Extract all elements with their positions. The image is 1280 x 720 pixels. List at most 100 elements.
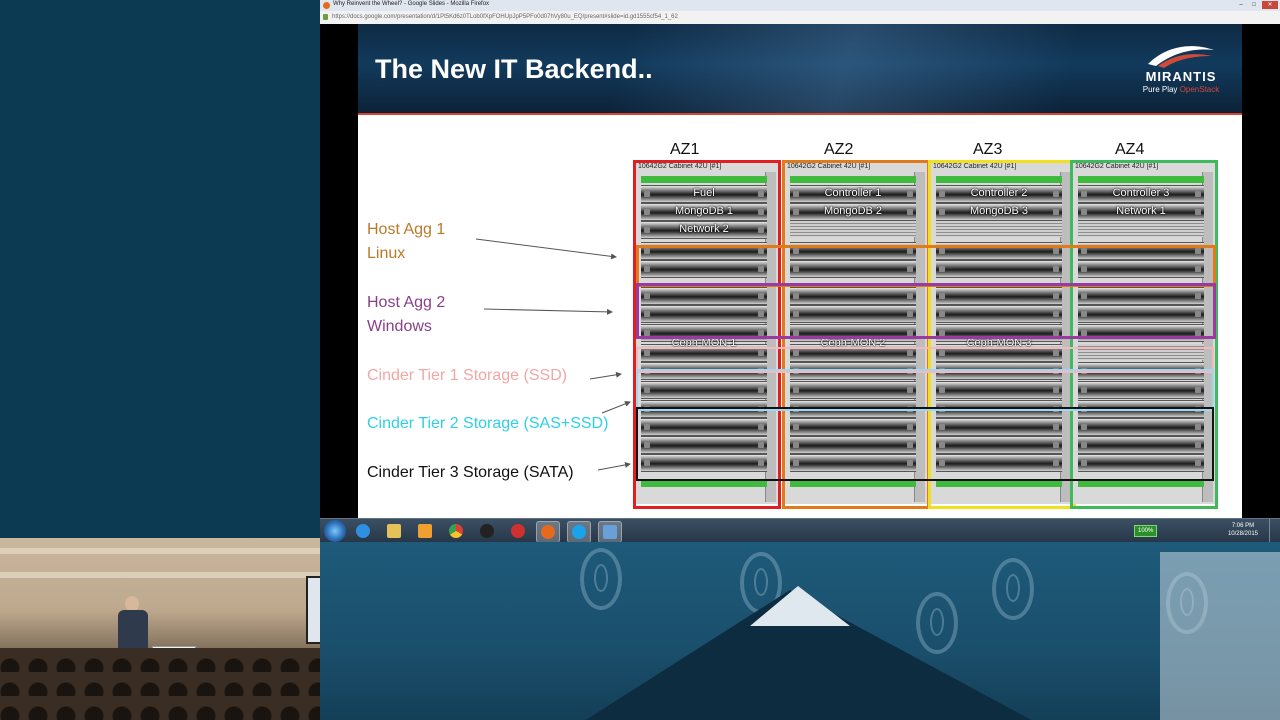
show-desktop-button[interactable] [1269,519,1280,543]
cabinet-label: 10642G2 Cabinet 42U [#1] [787,163,871,170]
mirantis-logo: MIRANTIS Pure Play OpenStack [1136,42,1226,102]
server-unit [790,185,916,203]
url-text: https://docs.google.com/presentation/d/1… [332,14,678,20]
projection-screen [306,576,320,644]
taskbar: 100% 7:06 PM 10/28/2015 [320,518,1280,543]
slide-title: The New IT Backend.. [375,54,653,84]
app-taskbar-icon[interactable] [476,521,498,541]
ceiling-light [0,548,320,554]
server-unit [790,203,916,221]
firefox-taskbar-icon[interactable] [536,521,560,543]
az3-header: AZ3 [973,141,1003,158]
cabinet-top-bar [790,176,916,183]
server-unit [641,418,767,436]
server-role-label: Ceph-MON 3 [966,337,1032,349]
remote-desktop-taskbar-icon[interactable] [598,521,622,543]
cabinet-label: 10642G2 Cabinet 42U [#1] [933,163,1017,170]
server-unit [936,287,1062,305]
server-unit [1078,260,1204,278]
az4-header: AZ4 [1115,141,1145,158]
server-unit [1078,287,1204,305]
server-role-label: MongoDB 2 [823,205,883,217]
server-unit [790,305,916,323]
az2-header: AZ2 [824,141,854,158]
ceiling-light [0,572,320,578]
server-unit [641,221,767,239]
server-role-label: MongoDB 1 [674,205,734,217]
cinder-tier-2-band [636,369,1214,411]
annotation-arrows [475,238,631,471]
server-role-label: Controller 1 [824,187,882,199]
server-unit [790,287,916,305]
pagoda-illustration [1160,552,1280,720]
media-player-taskbar-icon[interactable] [414,521,436,541]
server-unit [641,185,767,203]
server-unit [641,381,767,399]
server-unit [1078,454,1204,472]
server-unit [1078,436,1204,454]
cinder-tier-1-label: Cinder Tier 1 Storage (SSD) [367,367,568,384]
server-role-label: Controller 3 [1112,187,1170,199]
red-app-taskbar-icon[interactable] [507,521,529,541]
az1-frame [633,160,781,509]
logo-name: MIRANTIS [1145,69,1217,84]
lock-icon [323,14,328,20]
mountain-snowcap [750,586,850,626]
cinder-tier-3-band [636,407,1214,481]
desktop-wallpaper [320,542,1280,720]
cabinet-top-bar [936,176,1062,183]
server-unit [1078,305,1204,323]
cabinet-label: 10642G2 Cabinet 42U [#1] [1075,163,1159,170]
audience [0,648,320,720]
cabinet-bottom-bar [790,480,916,487]
server-role-label: Fuel [693,187,715,199]
az4-frame [1070,160,1218,509]
server-role-label: Ceph-MON 2 [820,337,886,349]
clock[interactable]: 7:06 PM 10/28/2015 [1227,523,1258,537]
server-unit [790,436,916,454]
server-role-label: Controller 2 [970,187,1028,199]
close-button[interactable]: ✕ [1262,1,1278,9]
window-title: Why Reinvent the Wheel? - Google Slides … [333,1,490,7]
server-unit [1078,381,1204,399]
ie-taskbar-icon[interactable] [352,521,374,541]
system-tray: 100% 7:06 PM 10/28/2015 [1130,519,1280,543]
server-unit [641,436,767,454]
cinder-tier-1-band [636,347,1214,373]
cinder-tier-3-label: Cinder Tier 3 Storage (SATA) [367,464,574,481]
chrome-taskbar-icon[interactable] [445,521,467,541]
windows-label: Windows [367,318,432,335]
slide-header: The New IT Backend.. MIRANTIS Pure Play … [358,24,1242,113]
minimize-button[interactable]: – [1239,2,1243,8]
server-unit [936,305,1062,323]
logo-tagline: Pure Play OpenStack [1142,85,1220,94]
blank-panel [1078,221,1204,237]
host-agg-2-band [636,283,1216,339]
explorer-taskbar-icon[interactable] [383,521,405,541]
server-role-label: Network 2 [679,223,729,235]
blank-panel [936,221,1062,237]
cabinet-bottom-bar [1078,480,1204,487]
server-role-label: Network 1 [1116,205,1166,217]
server-role-label: Ceph-MON 1 [671,337,737,349]
server-unit [1078,203,1204,221]
address-bar[interactable]: https://docs.google.com/presentation/d/1… [320,11,1280,25]
window-titlebar: Why Reinvent the Wheel? - Google Slides … [320,0,1280,11]
skype-taskbar-icon[interactable] [567,521,591,543]
left-panel [0,0,320,538]
server-unit [790,418,916,436]
host-agg-1-label: Host Agg 1 [367,221,446,238]
cabinet-top-bar [1078,176,1204,183]
server-unit [790,454,916,472]
blank-panel [790,221,916,237]
cabinet-bottom-bar [641,480,767,487]
cabinet-bottom-bar [936,480,1062,487]
slide-body: Host Agg 1 Linux Host Agg 2 Windows Cind… [358,115,1242,518]
start-button[interactable] [324,520,346,542]
server-unit [641,260,767,278]
maximize-button[interactable]: □ [1252,2,1256,8]
browser-window: Why Reinvent the Wheel? - Google Slides … [320,0,1280,538]
server-unit [641,305,767,323]
server-unit [936,203,1062,221]
zoom-indicator[interactable]: 100% [1134,525,1158,537]
